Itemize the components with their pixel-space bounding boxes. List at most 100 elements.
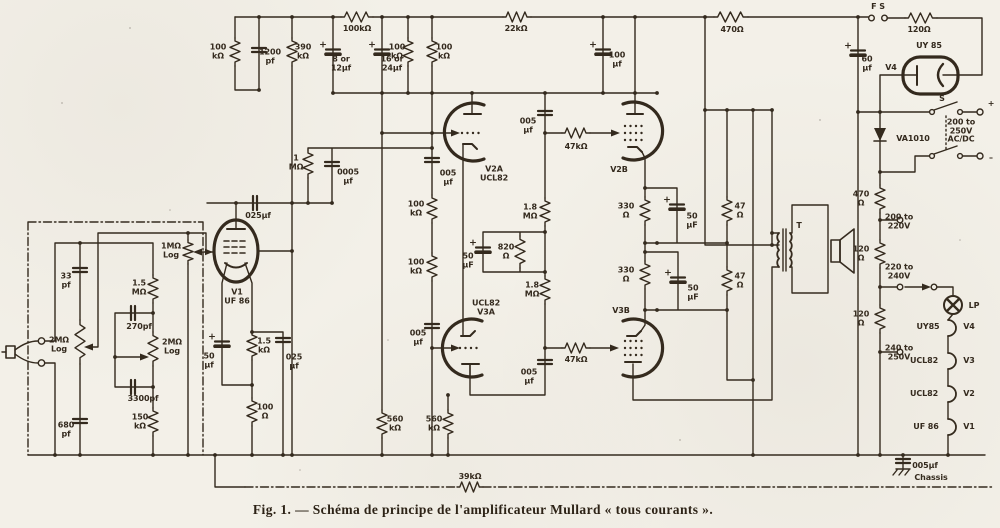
- component-label: 100 Ω: [256, 402, 274, 420]
- component-label: 50 µF: [462, 251, 474, 269]
- component-label: 120 Ω: [852, 244, 870, 262]
- mains-switch: [928, 108, 984, 160]
- component-label: 1.8 MΩ: [524, 280, 540, 298]
- component-label: 025 µf: [285, 352, 303, 370]
- component-label: –: [989, 152, 993, 162]
- component-label: 2MΩ Log: [48, 335, 70, 353]
- component-label: 150 kΩ: [131, 412, 149, 430]
- component-label: 220 to 240V: [884, 262, 914, 280]
- component-label: 1.8 MΩ: [522, 202, 538, 220]
- component-label: 120Ω: [907, 24, 931, 34]
- component-label: 005 µf: [520, 367, 538, 385]
- component-label: UCL82 V3A: [471, 298, 501, 316]
- component-label: 1MΩ Log: [160, 241, 182, 259]
- component-label: 200 to 250V AC/DC: [946, 117, 976, 144]
- component-label: S: [939, 93, 945, 103]
- component-label: 50 µf: [203, 351, 215, 369]
- loudspeaker: [830, 228, 855, 274]
- component-label: 680 pf: [57, 420, 75, 438]
- component-label: 100 kΩ: [388, 42, 406, 60]
- component-label: 22kΩ: [504, 23, 528, 33]
- component-label: UY85: [916, 321, 940, 331]
- component-label: V3: [963, 355, 975, 365]
- component-label: UCL82: [909, 388, 939, 398]
- component-label: 1200 pf: [259, 47, 281, 65]
- junction-dots: [53, 15, 950, 457]
- component-label: 005µf: [912, 460, 938, 470]
- scan-speckles: [61, 27, 961, 471]
- component-label: VA1010: [896, 133, 930, 143]
- component-label: 005 µf: [409, 328, 427, 346]
- component-label: 005 µf: [439, 168, 457, 186]
- component-label: 100 kΩ: [209, 42, 227, 60]
- component-label: 270pf: [126, 321, 152, 331]
- component-label: 3300pf: [127, 393, 159, 403]
- component-label: 470Ω: [720, 24, 744, 34]
- component-label: V2B: [610, 164, 628, 174]
- component-label: 120 Ω: [852, 309, 870, 327]
- component-label: 025µf: [245, 210, 271, 220]
- component-label: UF 86: [913, 421, 939, 431]
- component-label: 100kΩ: [342, 23, 372, 33]
- component-label: 50 µF: [687, 283, 699, 301]
- component-label: 1.5 MΩ: [131, 278, 147, 296]
- component-label: UCL82: [909, 355, 939, 365]
- component-label: V3B: [612, 305, 630, 315]
- potentiometer-arrows: [84, 129, 931, 361]
- component-label: 560 kΩ: [425, 414, 443, 432]
- component-label: T: [796, 220, 802, 230]
- component-label: 330 Ω: [617, 265, 635, 283]
- component-label: 240 to 250V: [884, 343, 914, 361]
- component-label: 60 µf: [861, 54, 873, 72]
- pilot-lamp-lp: [943, 295, 963, 315]
- component-label: 47kΩ: [564, 141, 588, 151]
- voltage-tap-terminals: [896, 216, 938, 356]
- component-label: V1 UF 86: [224, 287, 250, 305]
- component-label: V4: [885, 62, 897, 72]
- component-label: 100 kΩ: [435, 42, 453, 60]
- tube-v2b-ucl82: [621, 100, 665, 162]
- component-label: +: [987, 98, 995, 108]
- component-label: 200 to 220V: [884, 212, 914, 230]
- component-label: V2A UCL82: [479, 164, 509, 182]
- tube-v3b-ucl82: [621, 317, 665, 379]
- component-label: 8 or 12µf: [330, 54, 352, 72]
- fuse-fs: [868, 14, 889, 22]
- component-label: 470 Ω: [852, 189, 870, 207]
- output-transformer: [776, 228, 793, 272]
- component-label: Chassis: [914, 472, 948, 482]
- component-label: 2MΩ Log: [161, 337, 183, 355]
- component-label: 100 µf: [608, 50, 626, 68]
- component-label: 47 Ω: [734, 271, 746, 289]
- component-label: V1: [963, 421, 975, 431]
- tube-v1-uf86: [212, 218, 260, 284]
- component-label: V2: [963, 388, 975, 398]
- component-label: F S: [871, 1, 885, 11]
- component-label: 1 MΩ: [288, 153, 304, 171]
- figure-caption: Fig. 1. — Schéma de principe de l'amplif…: [252, 502, 714, 517]
- component-label: 50 µF: [686, 211, 698, 229]
- component-label: 560 kΩ: [386, 414, 404, 432]
- component-label: 820 Ω: [497, 242, 515, 260]
- component-label: 47kΩ: [564, 354, 588, 364]
- component-label: 330 Ω: [617, 201, 635, 219]
- tube-v4-uy85: [901, 55, 960, 96]
- tube-v2a-ucl82: [442, 101, 486, 163]
- component-label: UY 85: [916, 40, 942, 50]
- component-label: 39kΩ: [458, 471, 482, 481]
- component-label: 100 kΩ: [407, 199, 425, 217]
- component-label: 005 µf: [519, 116, 537, 134]
- component-label: 47 Ω: [734, 201, 746, 219]
- component-label: LP: [968, 300, 980, 310]
- component-label: 33 pf: [60, 271, 72, 289]
- component-label: 100 kΩ: [407, 257, 425, 275]
- component-label: 0005 µf: [337, 167, 359, 185]
- component-label: V4: [963, 321, 975, 331]
- component-label: 16 or 24µf: [380, 54, 404, 72]
- input-jack: [1, 337, 46, 367]
- barretter-va1010: [873, 128, 887, 142]
- component-label: 390 kΩ: [294, 42, 312, 60]
- tube-v3a-ucl82: [440, 317, 484, 379]
